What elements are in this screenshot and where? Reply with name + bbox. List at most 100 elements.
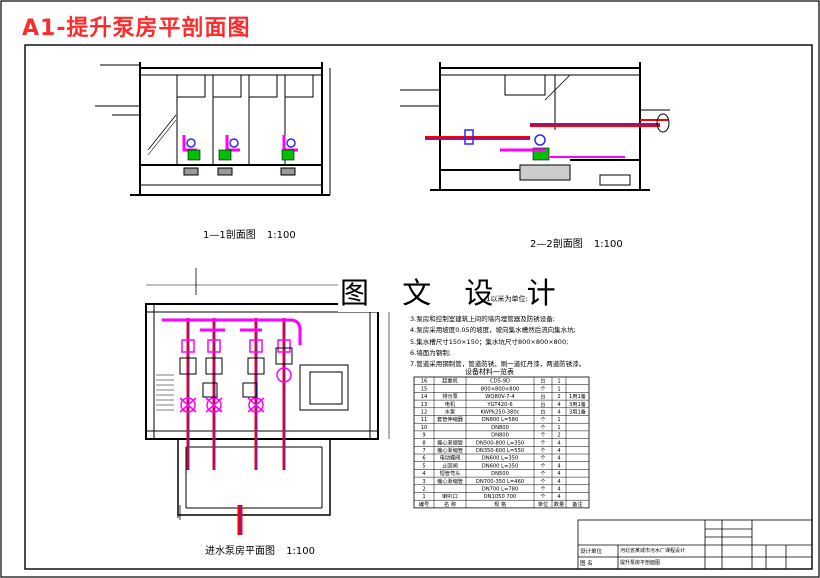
section-2-2-view <box>400 62 670 191</box>
plan-name: 进水泵房平面图 <box>205 546 275 557</box>
bom-cell-unit: 个 <box>540 478 546 485</box>
bom-cell-no: 13 <box>421 402 428 408</box>
bom-cell-qty: 4 <box>557 402 561 408</box>
bom-cell-spec: 800×800×800 <box>481 386 519 392</box>
bom-cell-no: 6 <box>422 456 425 462</box>
bom-cell-spec: YGT420-6 <box>486 402 512 408</box>
drawing-title: A1-提升泵房平剖面图 <box>22 16 251 41</box>
section-1-1-label: 1—1剖面图 1:100 <box>203 226 296 241</box>
bom-cell-no: 11 <box>421 417 428 423</box>
bom-cell-no: 3 <box>422 479 425 485</box>
bom-cell-spec: DN700 L=780 <box>482 487 519 493</box>
bom-cell-spec: DN700-350 L=460 <box>476 479 524 485</box>
bom-cell-qty: 数量 <box>554 500 564 508</box>
title-block-drawing: 提升泵房平剖面图 <box>620 560 661 566</box>
title-block-project: 河北省某城市污水厂课程设计 <box>620 548 686 554</box>
bom-cell-unit: 台 <box>540 377 545 385</box>
bom-cell-spec: CD5-9D <box>490 379 510 385</box>
bom-cell-spec: KWPk250-380c <box>480 410 519 416</box>
bom-cell-name: 套管伸缩器 <box>437 415 464 423</box>
bom-cell-remark: 备注 <box>572 500 582 508</box>
bom-cell-unit: 台 <box>540 408 545 416</box>
bom-cell-name: 偏心渐缩管 <box>437 477 463 485</box>
bom-cell-qty: 4 <box>557 471 561 477</box>
bom-cell-unit: 个 <box>540 486 546 493</box>
section-1-1-view <box>95 62 331 196</box>
bom-cell-spec: DN600 L=350 <box>482 463 519 469</box>
bom-cell-unit: 个 <box>540 493 546 500</box>
title-block-sheet: 图 名 <box>580 561 593 567</box>
bom-cell-unit: 个 <box>540 424 546 431</box>
pump-house-plan-view <box>145 268 390 520</box>
title-block <box>577 519 813 570</box>
bom-cell-name: 喇叭口 <box>442 492 458 500</box>
bom-cell-no: 10 <box>421 425 428 431</box>
bom-cell-no: 8 <box>422 440 425 446</box>
bom-cell-name: 止回阀 <box>442 461 458 469</box>
bom-cell-qty: 4 <box>557 479 561 485</box>
bom-cell-unit: 个 <box>540 455 546 462</box>
bom-cell-spec: WQ80V-7-4 <box>485 394 515 400</box>
bom-cell-unit: 台 <box>540 392 545 400</box>
bom-cell-unit: 个 <box>540 432 546 439</box>
bom-cell-no: 7 <box>422 448 425 454</box>
bom-cell-spec: DN500 <box>491 471 509 477</box>
bom-cell-spec: DN500-800 L=350 <box>476 440 524 446</box>
bom-cell-no: 16 <box>421 379 428 385</box>
plan-scale: 1:100 <box>286 546 316 557</box>
bom-cell-remark: 3用1备 <box>569 400 587 408</box>
bom-frame <box>413 376 590 509</box>
bom-cell-unit: 个 <box>540 462 546 469</box>
note-line: 3.泵房和控制室建筑上间的墙内埋管器及防锈设备; <box>410 315 555 323</box>
note-line: 4.泵房采用坡度0.05的坡度，坡向集水槽然后流向集水坑; <box>410 326 576 334</box>
bom-cell-unit: 个 <box>540 447 546 454</box>
bom-cell-name: 起重机 <box>442 377 458 385</box>
bom-cell-qty: 1 <box>557 417 560 423</box>
bom-cell-remark: 1用1备 <box>569 392 587 400</box>
watermark: 图 文 设 计 <box>338 270 570 312</box>
bom-cell-name: 电动蝶阀 <box>440 454 461 462</box>
section-2-2-scale: 1:100 <box>593 239 623 250</box>
bom-cell-qty: 4 <box>557 456 561 462</box>
bom-cell-qty: 2 <box>557 433 560 439</box>
bom-cell-spec: DN800 L=580 <box>482 417 519 423</box>
bom-cell-name: 排污泵 <box>442 392 458 400</box>
bom-cell-qty: 4 <box>557 410 561 416</box>
bom-cell-no: 1 <box>422 494 425 500</box>
bom-cell-name: 名 称 <box>444 500 456 508</box>
plan-label: 进水泵房平面图 1:100 <box>205 542 315 557</box>
section-1-1-scale: 1:100 <box>266 230 296 241</box>
bom-cell-no: 15 <box>421 386 428 392</box>
note-line: 6.墙面为钢制; <box>410 349 451 357</box>
drawing-frame <box>24 44 813 570</box>
bom-title: 设备材料一览表 <box>465 368 514 376</box>
bom-cell-no: 2 <box>422 487 425 493</box>
bom-cell-qty: 1 <box>557 386 560 392</box>
bom-cell-name: 偏心渐缩管 <box>437 446 463 454</box>
section-2-2-equipment <box>425 113 670 161</box>
bom-cell-unit: 个 <box>540 470 546 477</box>
section-2-2-label: 2—2剖面图 1:100 <box>530 235 623 250</box>
bom-cell-spec: DN600 L=350 <box>482 456 519 462</box>
bom-cell-spec: DN800 <box>491 425 509 431</box>
bom-cell-qty: 2 <box>557 394 560 400</box>
bom-cell-name: 短管弯头 <box>440 469 461 477</box>
bom-cell-unit: 单位 <box>538 500 548 508</box>
bom-cell-unit: 台 <box>540 400 545 408</box>
section-2-2-name: 2—2剖面图 <box>530 239 583 250</box>
bom-cell-name: 水泵 <box>445 408 455 416</box>
bom-cell-no: 5 <box>422 463 425 469</box>
bom-cell-no: 14 <box>421 394 428 400</box>
section-1-1-name: 1—1剖面图 <box>203 230 256 241</box>
bom-cell-spec: 规 格 <box>494 500 507 508</box>
bom-cell-qty: 4 <box>557 440 561 446</box>
bom-cell-remark: 3用1备 <box>569 408 587 416</box>
bom-cell-unit: 个 <box>540 439 546 446</box>
bom-cell-qty: 4 <box>557 448 561 454</box>
section-1-1-equipment <box>182 135 298 161</box>
bom-cell-no: 12 <box>421 410 428 416</box>
bom-cell-spec: DN1050 700 <box>484 494 517 500</box>
plan-piping <box>162 318 302 535</box>
